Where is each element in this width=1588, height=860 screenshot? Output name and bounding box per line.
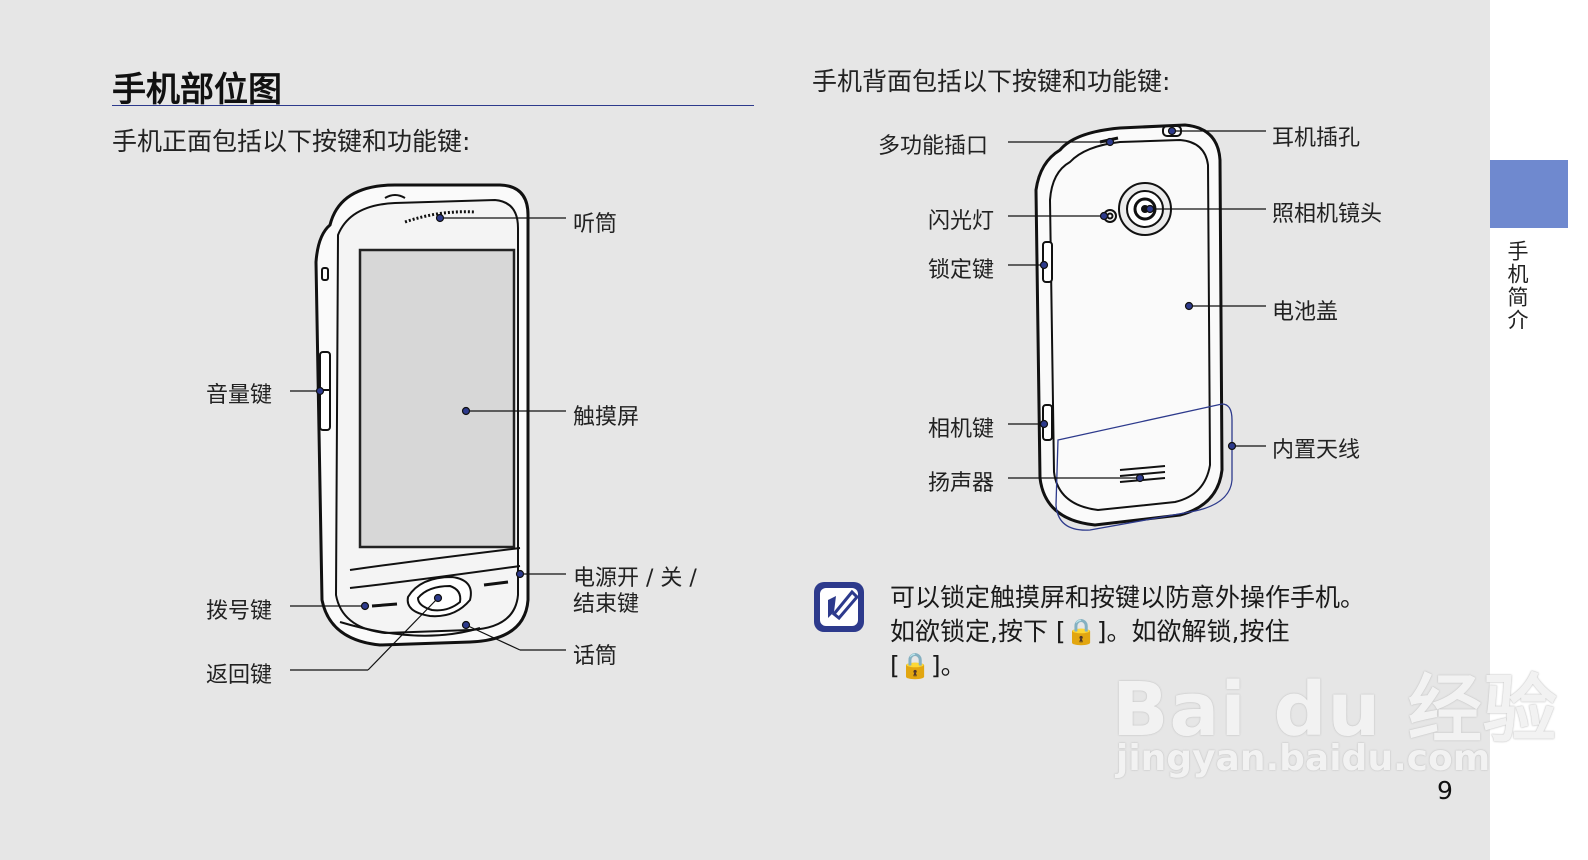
chapter-tab-label: 手机简介 [1505, 240, 1529, 332]
label-battery-cover: 电池盖 [1272, 300, 1339, 325]
page-number: 9 [1437, 776, 1453, 805]
label-camera-key: 相机键 [928, 417, 995, 442]
note-line-2: 如欲锁定,按下 [🔒]。如欲解锁,按住 [890, 617, 1290, 646]
antenna-outline [1055, 403, 1233, 531]
label-headset-jack: 耳机插孔 [1272, 126, 1361, 151]
pencil-note-icon [814, 582, 864, 632]
label-dial-key: 拨号键 [206, 599, 273, 624]
label-lock-key: 锁定键 [928, 258, 995, 283]
title-underline [112, 105, 754, 106]
baidu-watermark-logo: Bai du 经验 [1112, 667, 1558, 753]
front-phone-illustration [314, 183, 530, 647]
note-line-3: [🔒]。 [890, 651, 966, 680]
label-camera-lens: 照相机镜头 [1272, 202, 1383, 227]
label-power-end-key: 电源开 / 关 / [573, 566, 697, 591]
label-speaker: 扬声器 [928, 471, 995, 496]
back-intro: 手机背面包括以下按键和功能键: [812, 67, 1171, 96]
baidu-watermark-url: jingyan.baidu.com [1116, 738, 1491, 779]
back-leader-lines [1008, 126, 1266, 483]
side-margin [1490, 0, 1588, 860]
label-multifunction-jack: 多功能插口 [878, 134, 989, 159]
label-earpiece: 听筒 [573, 212, 618, 237]
label-flash: 闪光灯 [928, 209, 995, 234]
back-phone-illustration [1034, 123, 1224, 527]
page-title: 手机部位图 [112, 70, 282, 110]
label-back-key: 返回键 [206, 663, 273, 688]
front-intro: 手机正面包括以下按键和功能键: [112, 127, 471, 156]
label-internal-antenna: 内置天线 [1272, 438, 1361, 463]
front-leader-lines [290, 213, 566, 671]
chapter-tab-marker [1490, 160, 1568, 228]
note-line-1: 可以锁定触摸屏和按键以防意外操作手机。 [890, 583, 1366, 612]
label-mouthpiece: 话筒 [573, 644, 618, 669]
label-touchscreen: 触摸屏 [573, 405, 640, 430]
label-volume-key: 音量键 [206, 383, 273, 408]
label-power-end-key-2: 结束键 [573, 592, 640, 617]
